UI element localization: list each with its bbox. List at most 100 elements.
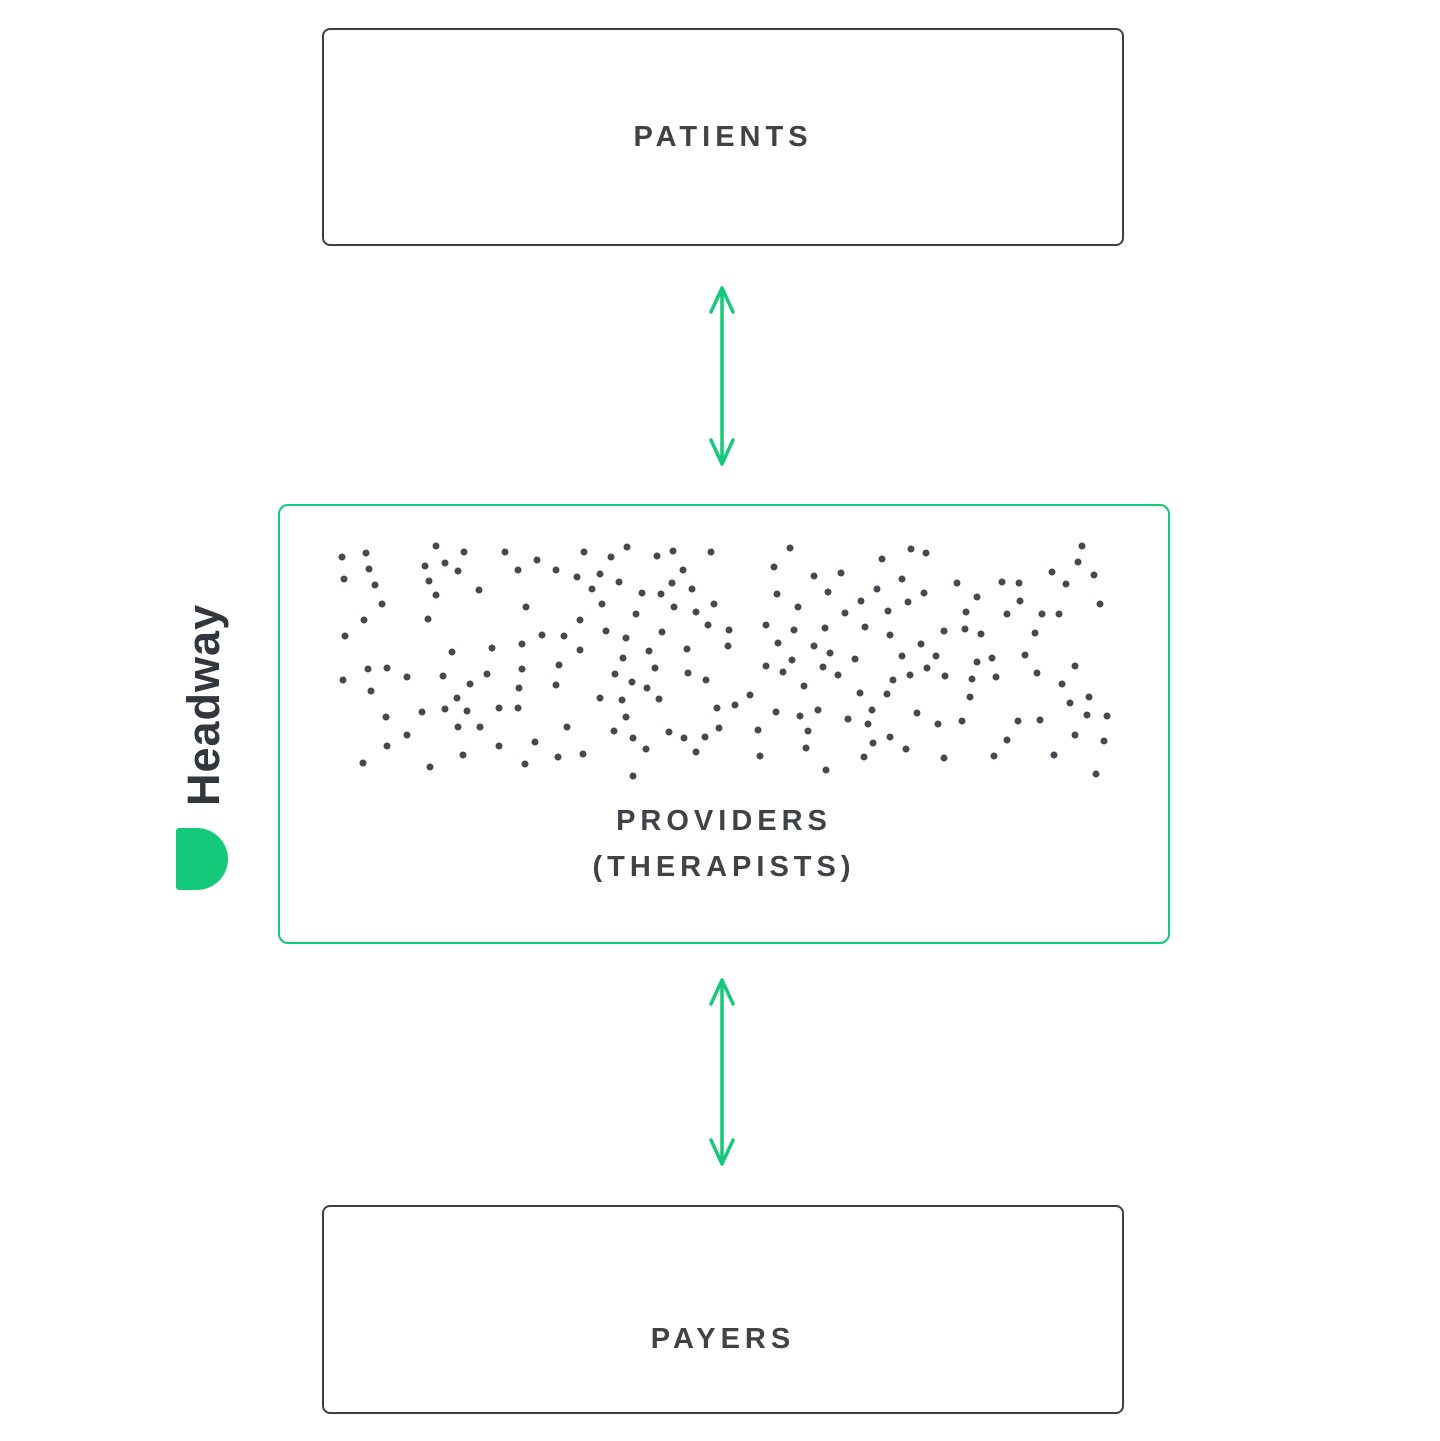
provider-dot	[856, 689, 864, 697]
provider-dot	[902, 745, 910, 753]
provider-dot	[906, 671, 914, 679]
provider-dot	[596, 570, 604, 577]
provider-dot	[824, 588, 832, 596]
provider-dot	[669, 547, 676, 555]
provider-dot	[731, 701, 738, 709]
provider-dot	[651, 664, 658, 672]
provider-dot	[1100, 737, 1108, 745]
provider-dot	[533, 556, 541, 564]
provider-dot	[864, 720, 872, 728]
provider-dots	[338, 542, 1111, 780]
provider-dot	[923, 664, 931, 672]
provider-dot	[1036, 716, 1044, 724]
provider-dot	[940, 627, 948, 635]
provider-dot	[476, 723, 484, 731]
provider-dot	[483, 670, 491, 678]
provider-dot	[804, 727, 812, 735]
provider-dot	[367, 687, 375, 695]
headway-logo-icon	[176, 828, 228, 890]
providers-label-line2: (THERAPISTS)	[592, 851, 856, 883]
provider-dot	[889, 676, 897, 684]
provider-dot	[998, 578, 1006, 586]
provider-dot	[522, 603, 530, 611]
provider-dot	[762, 621, 770, 629]
provider-dot	[1014, 717, 1022, 725]
provider-dot	[688, 585, 695, 593]
provider-dot	[638, 589, 646, 597]
provider-dot	[670, 603, 678, 611]
provider-dot	[598, 600, 606, 608]
provider-dot	[611, 670, 619, 678]
provider-dot	[432, 591, 440, 599]
provider-dot	[576, 616, 584, 624]
provider-dot	[1058, 680, 1066, 688]
provider-dot	[488, 644, 496, 652]
provider-dot	[655, 695, 663, 703]
provider-dot	[622, 634, 630, 641]
patients-box: PATIENTS	[322, 28, 1124, 246]
provider-dot	[360, 616, 367, 624]
patients-providers-arrow-icon	[692, 280, 752, 472]
payers-label: PAYERS	[650, 1323, 796, 1355]
provider-dot	[1016, 597, 1024, 605]
provider-dot	[800, 682, 808, 690]
provider-dot	[844, 715, 852, 723]
provider-dot	[725, 626, 733, 634]
provider-dot	[990, 752, 998, 760]
provider-dot	[774, 639, 782, 647]
provider-dot	[973, 658, 981, 666]
provider-dot	[701, 733, 709, 741]
provider-dot	[704, 621, 712, 629]
provider-dot	[403, 673, 411, 681]
provider-dot	[786, 544, 794, 552]
provider-dot	[886, 733, 893, 741]
provider-dot	[382, 713, 390, 721]
provider-dot	[1003, 736, 1011, 744]
provider-dot	[364, 665, 371, 673]
provider-dot	[1021, 651, 1029, 659]
provider-dot	[692, 608, 700, 616]
provider-dot	[878, 555, 886, 563]
provider-dot	[454, 567, 462, 574]
provider-dot	[453, 694, 461, 702]
provider-dot	[968, 675, 976, 683]
provider-dot	[746, 691, 754, 699]
provider-dot	[1103, 712, 1111, 720]
provider-dot	[756, 752, 764, 760]
provider-dot	[692, 748, 700, 756]
provider-dot	[1071, 662, 1078, 669]
provider-dot	[680, 734, 688, 741]
provider-dot	[1096, 600, 1104, 608]
provider-dot	[992, 673, 1000, 681]
provider-dot	[607, 553, 614, 561]
provider-dot	[1083, 711, 1091, 719]
provider-dot	[340, 575, 348, 583]
provider-dot	[966, 693, 974, 701]
provider-dot	[715, 724, 723, 731]
provider-dot	[501, 548, 509, 555]
provider-dot	[495, 704, 503, 711]
provider-dot	[341, 632, 349, 640]
provider-dot	[359, 759, 367, 767]
provider-dot	[383, 664, 391, 672]
provider-dot	[515, 684, 523, 692]
provider-dot	[958, 717, 965, 725]
provider-dot	[622, 713, 630, 721]
provider-dot	[576, 646, 583, 654]
provider-dot	[961, 625, 969, 633]
provider-dot	[418, 708, 426, 716]
provider-dot	[707, 548, 715, 556]
provider-dot	[602, 627, 609, 635]
provider-dot	[383, 742, 391, 749]
provider-dot	[459, 751, 467, 759]
provider-dot	[629, 734, 637, 742]
provider-dot	[665, 728, 673, 736]
provider-dot	[860, 753, 868, 761]
provider-dot	[932, 652, 939, 660]
providers-payers-arrow-icon	[692, 972, 752, 1172]
provider-dot	[702, 676, 710, 684]
provider-dot	[668, 579, 676, 587]
provider-dot	[658, 628, 666, 635]
provider-dot	[425, 577, 433, 585]
provider-dot	[710, 600, 718, 608]
